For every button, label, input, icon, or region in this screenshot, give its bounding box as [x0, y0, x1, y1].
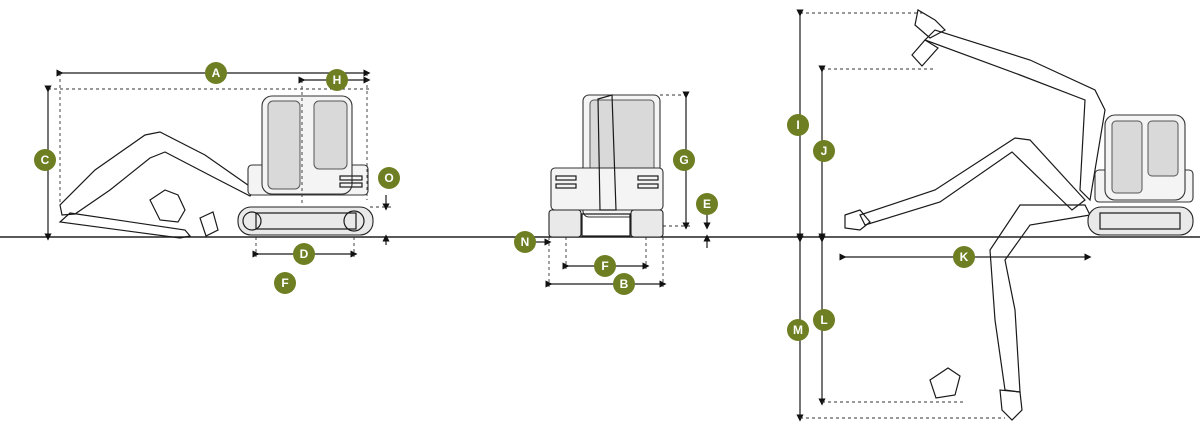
marker-k: K — [953, 246, 975, 268]
svg-text:L: L — [820, 313, 827, 327]
marker-j: J — [813, 140, 835, 162]
marker-h: H — [326, 69, 348, 91]
svg-text:O: O — [384, 171, 393, 185]
svg-text:M: M — [793, 323, 803, 337]
svg-text:G: G — [679, 153, 688, 167]
svg-text:C: C — [41, 153, 50, 167]
marker-c: C — [34, 149, 56, 171]
svg-text:F: F — [281, 276, 288, 290]
working-range-view — [796, 9, 1194, 422]
svg-text:J: J — [821, 144, 828, 158]
svg-text:N: N — [521, 235, 530, 249]
svg-text:F: F — [601, 259, 608, 273]
marker-d: D — [293, 243, 315, 265]
marker-g: G — [673, 149, 695, 171]
side-view — [44, 69, 392, 258]
svg-text:E: E — [703, 197, 711, 211]
svg-text:D: D — [300, 247, 309, 261]
marker-l: L — [813, 309, 835, 331]
marker-n: N — [514, 231, 536, 253]
marker-a: A — [205, 62, 227, 84]
marker-e: E — [696, 193, 718, 215]
marker-o: O — [378, 167, 400, 189]
front-view — [536, 91, 711, 288]
marker-f-side: F — [274, 272, 296, 294]
marker-i: I — [787, 114, 809, 136]
svg-text:K: K — [960, 250, 969, 264]
marker-f-front: F — [594, 255, 616, 277]
svg-text:H: H — [333, 73, 342, 87]
marker-b: B — [613, 273, 635, 295]
svg-text:B: B — [620, 277, 629, 291]
svg-text:A: A — [212, 66, 221, 80]
svg-text:I: I — [796, 118, 799, 132]
marker-m: M — [787, 319, 809, 341]
